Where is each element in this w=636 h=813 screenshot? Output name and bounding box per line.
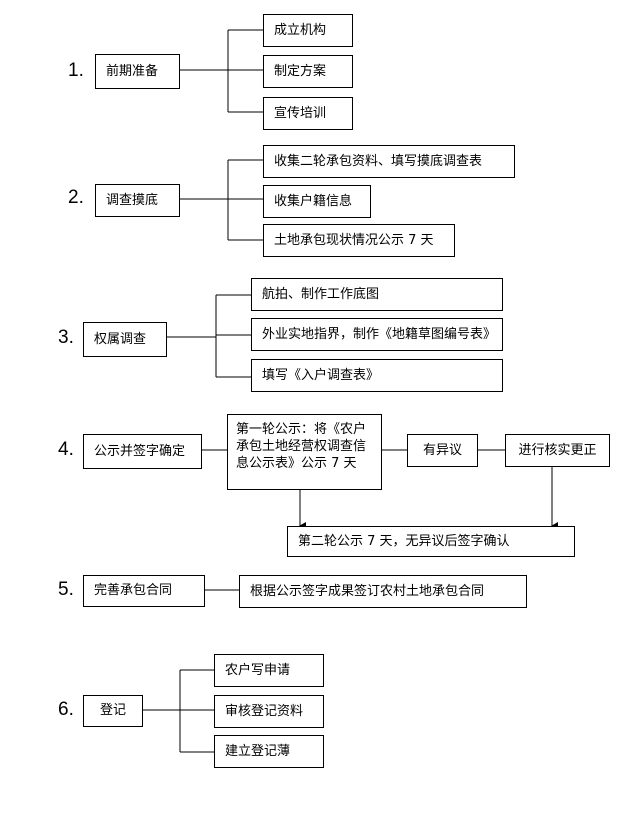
step2-main-box: 调查摸底 bbox=[95, 184, 180, 217]
step4-second-publicity-box: 第二轮公示 7 天，无异议后签字确认 bbox=[287, 526, 575, 557]
step2-sub-box-1: 收集二轮承包资料、填写摸底调查表 bbox=[263, 145, 515, 178]
step1-main-box: 前期准备 bbox=[95, 54, 180, 89]
step-number-2: 2. bbox=[68, 187, 84, 208]
step-number-5: 5. bbox=[58, 579, 74, 600]
step1-sub-box-2: 制定方案 bbox=[263, 55, 353, 88]
step5-sub-box: 根据公示签字成果签订农村土地承包合同 bbox=[239, 575, 527, 608]
step5-main-box: 完善承包合同 bbox=[83, 575, 205, 607]
step1-sub-box-3: 宣传培训 bbox=[263, 97, 353, 130]
step2-sub-box-3: 土地承包现状情况公示 7 天 bbox=[263, 224, 455, 257]
step3-main-box: 权属调查 bbox=[83, 322, 167, 357]
step6-sub-box-2: 审核登记资料 bbox=[214, 695, 324, 728]
step6-sub-box-3: 建立登记薄 bbox=[214, 735, 324, 768]
step6-sub-box-1: 农户写申请 bbox=[214, 654, 324, 687]
step-number-6: 6. bbox=[58, 699, 74, 720]
step3-sub-box-3: 填写《入户调查表》 bbox=[251, 359, 503, 392]
step4-verify-box: 进行核实更正 bbox=[505, 434, 610, 467]
step2-sub-box-2: 收集户籍信息 bbox=[263, 185, 371, 218]
step1-sub-box-1: 成立机构 bbox=[263, 14, 353, 47]
step6-main-box: 登记 bbox=[83, 695, 143, 727]
step-number-3: 3. bbox=[58, 327, 74, 348]
step3-sub-box-2: 外业实地指界，制作《地籍草图编号表》 bbox=[251, 318, 503, 351]
step4-objection-box: 有异议 bbox=[407, 434, 478, 467]
step4-first-publicity-box: 第一轮公示：将《农户承包土地经营权调查信息公示表》公示 7 天 bbox=[227, 414, 382, 490]
step-number-4: 4. bbox=[58, 439, 74, 460]
step-number-1: 1. bbox=[68, 60, 84, 81]
step4-main-box: 公示并签字确定 bbox=[83, 434, 202, 469]
step3-sub-box-1: 航拍、制作工作底图 bbox=[251, 278, 503, 311]
